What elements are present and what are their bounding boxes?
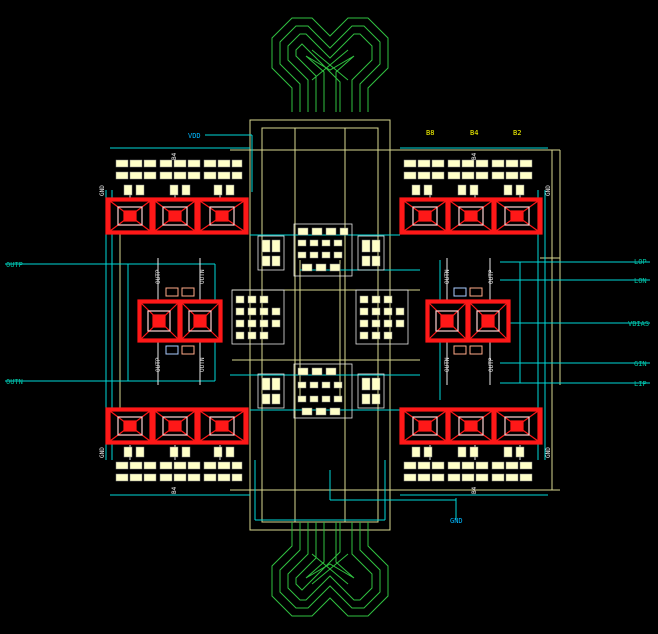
device-label-b4-bl: B4 <box>171 486 178 494</box>
pin-label-outn: OUTN <box>6 378 23 386</box>
device-label-b4-br: B4 <box>471 486 478 494</box>
pin-label-vbias: VBIAS <box>628 320 649 328</box>
pin-label-b2: B2 <box>513 129 521 137</box>
device-label-gnd-br: GND <box>545 447 552 458</box>
cell-row-top-left <box>115 159 243 196</box>
pin-label-gin: GIN <box>634 360 647 368</box>
device-label-outn-r: OUTN <box>444 269 451 284</box>
transistor-pair-right <box>425 299 511 343</box>
pin-label-b4: B4 <box>470 129 478 137</box>
core-cells <box>235 227 405 416</box>
device-label-b4-tr: B4 <box>471 152 478 160</box>
device-label-gnd-bl: GND <box>99 447 106 458</box>
device-label-outp-l2: OUTP <box>155 357 162 372</box>
pin-label-lip: LIP <box>634 380 647 388</box>
inductor-top <box>271 17 389 112</box>
device-label-outp-l: OUTP <box>155 269 162 284</box>
device-label-outn-l: OUTN <box>199 269 206 284</box>
transistor-array-bottom-left <box>105 407 249 445</box>
cell-row-top-right <box>403 159 533 196</box>
pin-label-gnd: GND <box>450 517 463 525</box>
pin-label-b8: B8 <box>426 129 434 137</box>
cell-row-bottom-left <box>115 446 243 482</box>
pin-label-lop: LOP <box>634 258 647 266</box>
transistor-array-top-right <box>399 197 543 235</box>
transistor-pair-left <box>137 299 223 343</box>
device-label-outp-r2: OUTP <box>488 357 495 372</box>
contact-cells-right <box>453 287 483 355</box>
transistor-array-bottom-right <box>399 407 543 445</box>
switch-bank-top-left <box>105 159 249 235</box>
device-label-b4-tl: B4 <box>171 152 178 160</box>
cell-row-bottom-right <box>403 446 533 482</box>
device-label-gnd-tr: GND <box>545 185 552 196</box>
device-label-outp-r: OUTP <box>488 269 495 284</box>
switch-bank-bottom-left <box>105 407 249 482</box>
device-label-gnd-tl: GND <box>99 185 106 196</box>
pin-label-lon: LON <box>634 277 647 285</box>
transistor-array-top-left <box>105 197 249 235</box>
pin-label-outp: OUTP <box>6 261 23 269</box>
inductor-bottom <box>271 522 389 617</box>
core-outlines <box>231 223 409 419</box>
pin-label-vdd: VDD <box>188 132 201 140</box>
switch-bank-top-right <box>399 159 543 235</box>
device-label-outn-r2: OUTN <box>444 357 451 372</box>
contact-cells-left <box>165 287 195 355</box>
switch-bank-bottom-right <box>399 407 543 482</box>
device-label-outn-l2: OUTN <box>199 357 206 372</box>
